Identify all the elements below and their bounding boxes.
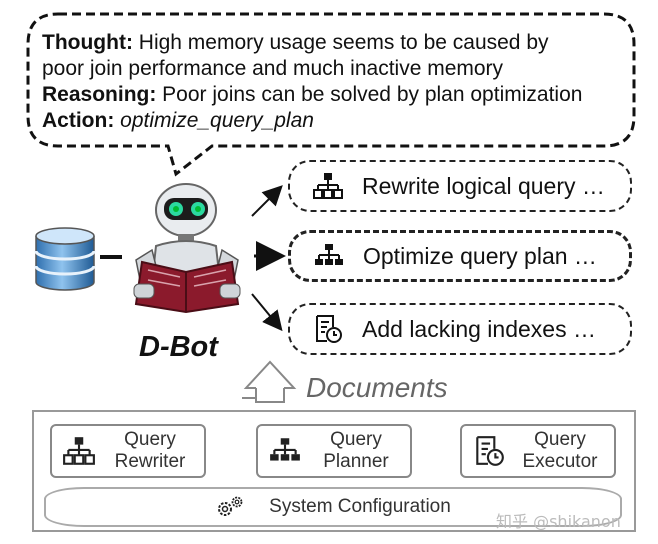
module-label-line2: Rewriter [114, 451, 186, 472]
hierarchy-icon [313, 173, 343, 199]
database-connector [100, 255, 122, 259]
module-label-line2: Planner [323, 451, 389, 472]
action-line: Action: optimize_query_plan [42, 108, 632, 134]
reasoning-text: Poor joins can be solved by plan optimiz… [156, 83, 583, 106]
module-label-line1: Query [124, 429, 176, 450]
module-label-line1: Query [534, 429, 586, 450]
thought-line: Thought: High memory usage seems to be c… [42, 30, 632, 56]
robot-icon [133, 183, 241, 314]
module-label-line1: Query [330, 429, 382, 450]
reasoning-label: Reasoning: [42, 83, 157, 106]
module-query-rewriter: Query Rewriter [50, 424, 206, 478]
hierarchy-icon [63, 437, 95, 465]
thought-text: High memory usage seems to be caused by [132, 31, 549, 54]
thought-content: Thought: High memory usage seems to be c… [42, 30, 632, 134]
module-query-planner: Query Planner [256, 424, 412, 478]
module-label: Query Executor [506, 429, 614, 473]
action-label: Add lacking indexes … [362, 315, 596, 342]
thought-label: Thought: [42, 31, 133, 54]
action-label: Action: [42, 109, 115, 132]
action-optimize-plan: Optimize query plan … [288, 230, 632, 282]
config-label: System Configuration [269, 496, 451, 517]
system-configuration: System Configuration [44, 487, 622, 527]
action-label: Optimize query plan … [363, 242, 597, 269]
reasoning-line: Reasoning: Poor joins can be solved by p… [42, 82, 632, 108]
thought-text-continued: poor join performance and much inactive … [42, 57, 504, 80]
thought-line-2: poor join performance and much inactive … [42, 56, 632, 82]
action-rewrite-query: Rewrite logical query … [288, 160, 632, 212]
gears-icon [218, 496, 243, 516]
action-add-indexes: Add lacking indexes … [288, 303, 632, 355]
watermark: 知乎 @shikanon [496, 512, 621, 531]
plan-tree-icon [315, 244, 343, 265]
module-label: Query Planner [302, 429, 410, 473]
module-query-executor: Query Executor [460, 424, 616, 478]
index-doc-icon [476, 436, 504, 466]
action-label: Rewrite logical query … [362, 172, 605, 199]
plan-tree-icon [270, 438, 300, 461]
module-label: Query Rewriter [96, 429, 204, 473]
module-label-line2: Executor [522, 451, 598, 472]
database-icon [34, 227, 96, 291]
agent-name: D-Bot [139, 331, 218, 363]
documents-label: Documents [306, 372, 448, 403]
action-text: optimize_query_plan [120, 109, 314, 132]
index-doc-icon [316, 315, 342, 343]
